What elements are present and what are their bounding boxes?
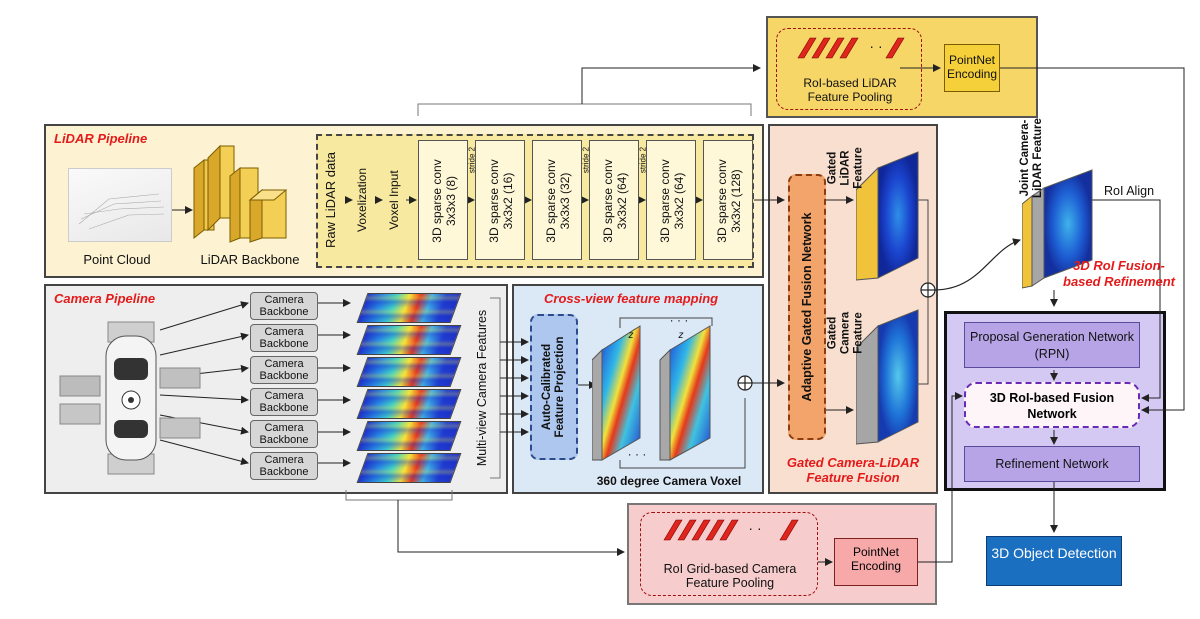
roi-lidar-pooling-box [776,28,922,110]
sparse-conv-4-label: 3D sparse conv 3x3x2 (64) [601,159,629,243]
stride-label-3: stride 2 [638,146,648,174]
camera-feature-map-1 [356,293,462,323]
raw-lidar-label: Raw LiDAR data [323,151,338,249]
crossview-title: Cross-view feature mapping [544,291,719,306]
sparse-conv-2: 3D sparse conv 3x3x2 (16) [475,140,525,260]
adaptive-gated-fusion-label: Adaptive Gated Fusion Network [800,212,814,402]
fusion-network-label: 3D RoI-based Fusion Network [989,391,1115,421]
sparse-conv-6: 3D sparse conv 3x3x2 (128) [703,140,753,260]
car-topview-icon [59,321,201,475]
camera-voxel-icon [592,325,711,461]
pointnet-lidar-label: PointNet Encoding [946,53,998,81]
gated-camera-feature-map [856,309,919,445]
roi-camera-pooling-box [640,512,818,596]
lidar-backbone-label: LiDAR Backbone [200,252,300,267]
refinement-title: 3D RoI Fusion-based Refinement [1063,258,1175,289]
roi-lidar-pooling-label: RoI-based LiDAR Feature Pooling [803,76,897,104]
voxel-dots-bottom: · · · [627,447,647,461]
lidar-roi-strips-icon [797,37,905,59]
pointnet-camera-label: PointNet Encoding [850,545,902,573]
object-detection-output: 3D Object Detection [986,536,1122,586]
lidar-roi-ellipsis: · · [869,38,883,54]
sparse-conv-5-label: 3D sparse conv 3x3x2 (64) [658,159,686,243]
voxel-axis-1: z [628,330,634,341]
roi-align-label: RoI Align [1103,184,1155,198]
gated-lidar-feature-map [856,151,919,281]
point-cloud-label: Point Cloud [83,252,151,267]
camera-backbone-5: Camera Backbone [250,420,318,448]
camera-feature-map-3 [356,357,462,387]
voxel-axis-2: z [678,330,684,341]
camera-backbone-2: Camera Backbone [250,324,318,352]
camera-voxel-label: 360 degree Camera Voxel [596,474,742,488]
adaptive-gated-fusion-box [788,174,826,440]
stride-label-2: stride 2 [581,146,591,174]
lidar-pipeline-title: LiDAR Pipeline [54,131,148,146]
camera-backbone-4: Camera Backbone [250,388,318,416]
object-detection-label: 3D Object Detection [991,545,1117,561]
pointnet-lidar-box: PointNet Encoding [944,44,1000,92]
feature-projection-box [530,314,578,460]
camera-feature-map-4 [356,389,462,419]
sparse-conv-3: 3D sparse conv 3x3x3 (32) [532,140,582,260]
sparse-conv-4: 3D sparse conv 3x3x2 (64) [589,140,639,260]
roi-camera-pooling-label: RoI Grid-based Camera Feature Pooling [663,562,797,590]
camera-pipeline-title: Camera Pipeline [54,291,156,306]
sparse-conv-5: 3D sparse conv 3x3x2 (64) [646,140,696,260]
refinement-network-box: Refinement Network [964,446,1140,482]
voxelization-label: Voxelization [355,167,369,233]
fusion-network-box: 3D RoI-based Fusion Network [964,382,1140,428]
camera-roi-ellipsis: · · [748,520,762,536]
camera-roi-strips-icon [663,519,799,541]
camera-backbone-1: Camera Backbone [250,292,318,320]
refinement-network-label: Refinement Network [995,457,1109,471]
gated-fusion-title: Gated Camera-LiDAR Feature Fusion [786,455,920,485]
rpn-box: Proposal Generation Network (RPN) [964,322,1140,368]
sparse-conv-1: 3D sparse conv 3x3x3 (8) [418,140,468,260]
point-cloud-image [68,168,172,242]
feature-projection-label: Auto-Calibrated Feature Projection [541,336,566,438]
camera-feature-map-2 [356,325,462,355]
multi-view-features-label: Multi-view Camera Features [475,309,489,467]
sparse-conv-6-label: 3D sparse conv 3x3x2 (128) [715,159,743,243]
camera-feature-map-5 [356,421,462,451]
gated-camera-label: Gated Camera Feature [826,311,865,355]
lidar-backbone-icon [193,144,288,243]
rpn-label: Proposal Generation Network (RPN) [970,330,1134,361]
pointnet-camera-box: PointNet Encoding [834,538,918,586]
voxel-dots-top: · · · [669,313,689,327]
camera-backbone-6: Camera Backbone [250,452,318,480]
sparse-conv-2-label: 3D sparse conv 3x3x2 (16) [487,159,515,243]
camera-feature-map-6 [356,453,462,483]
sparse-conv-3-label: 3D sparse conv 3x3x3 (32) [544,159,572,243]
voxel-input-label: Voxel Input [387,170,401,230]
joint-feature-label: Joint Camera-LiDAR Feature [1019,118,1044,198]
sparse-conv-1-label: 3D sparse conv 3x3x3 (8) [430,159,458,243]
camera-backbone-3: Camera Backbone [250,356,318,384]
stride-label-1: stride 2 [467,146,477,174]
gated-lidar-label: Gated LiDAR Feature [826,147,865,189]
